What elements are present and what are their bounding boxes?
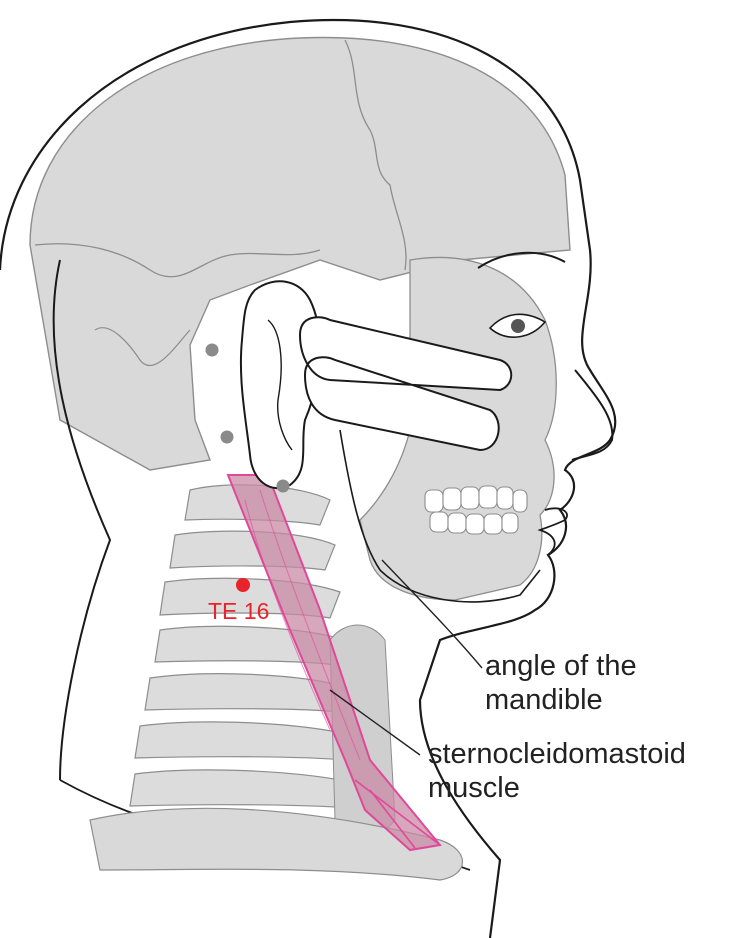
gray-dot-icon bbox=[221, 431, 234, 444]
scm-label-line1: sternocleidomastoid bbox=[428, 738, 686, 771]
nose bbox=[572, 370, 612, 460]
angle-label-line2: mandible bbox=[485, 684, 603, 717]
angle-label-line1: angle of the bbox=[485, 650, 637, 683]
point-label: TE 16 bbox=[208, 598, 269, 625]
red-dot-icon bbox=[236, 578, 250, 592]
scm-label-line2: muscle bbox=[428, 772, 520, 805]
iris bbox=[511, 319, 525, 333]
gray-dot-icon bbox=[206, 344, 219, 357]
gray-dot-icon bbox=[277, 480, 290, 493]
